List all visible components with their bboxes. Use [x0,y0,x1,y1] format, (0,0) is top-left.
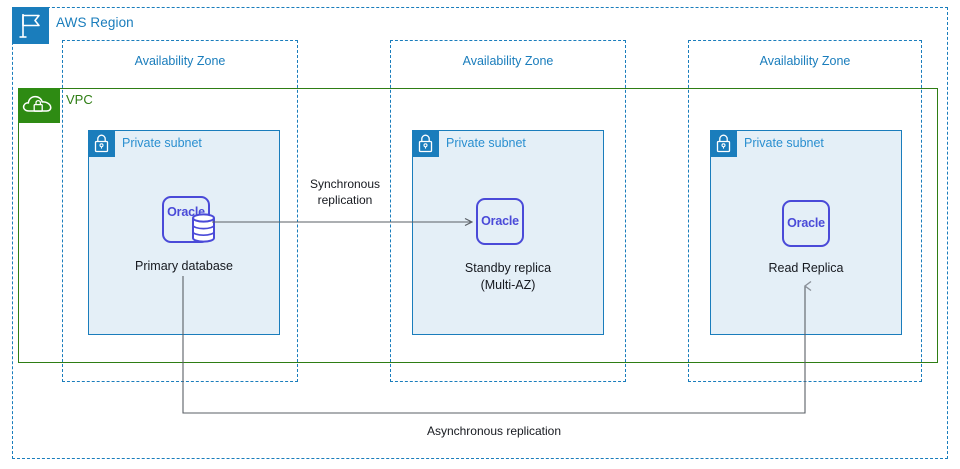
synchronous-replication-label: Synchronous replication [292,176,398,208]
node-caption-primary-line1: Primary database [135,259,233,273]
oracle-icon-standby: Oracle [476,198,524,245]
availability-zone-3-label: Availability Zone [759,54,851,68]
synchronous-replication-label-line2: replication [317,193,373,207]
aws-region-flag-icon [12,7,49,44]
availability-zone-1-label: Availability Zone [134,54,226,68]
availability-zone-1 [62,40,298,382]
vpc-cloud-lock-icon [18,88,60,123]
node-caption-read-replica: Read Replica [710,260,902,277]
lock-icon-3 [710,130,737,157]
oracle-node-label-3: Oracle [787,216,825,230]
oracle-node-label-2: Oracle [481,214,519,228]
aws-region-label: AWS Region [56,15,134,30]
vpc-label: VPC [66,92,93,107]
lock-icon-2 [412,130,439,157]
node-caption-read-replica-line1: Read Replica [768,261,844,275]
oracle-icon-read-replica: Oracle [782,200,830,247]
node-caption-standby: Standby replica (Multi-AZ) [412,260,604,294]
oracle-node-frame-3 [782,200,830,247]
synchronous-replication-label-line1: Synchronous [309,177,381,191]
private-subnet-3-label: Private subnet [744,136,824,150]
lock-icon-1 [88,130,115,157]
database-cylinder-icon [192,213,215,243]
aws-region-boundary [12,7,948,459]
availability-zone-2-label: Availability Zone [462,54,554,68]
node-caption-primary: Primary database [88,258,280,275]
asynchronous-replication-label: Asynchronous replication [426,424,562,438]
private-subnet-1-label: Private subnet [122,136,202,150]
oracle-node-frame-2 [476,198,524,245]
node-caption-standby-line1: Standby replica [464,261,552,275]
private-subnet-2-label: Private subnet [446,136,526,150]
node-caption-standby-line2: (Multi-AZ) [480,278,536,292]
oracle-database-icon-primary: Oracle [162,196,215,243]
